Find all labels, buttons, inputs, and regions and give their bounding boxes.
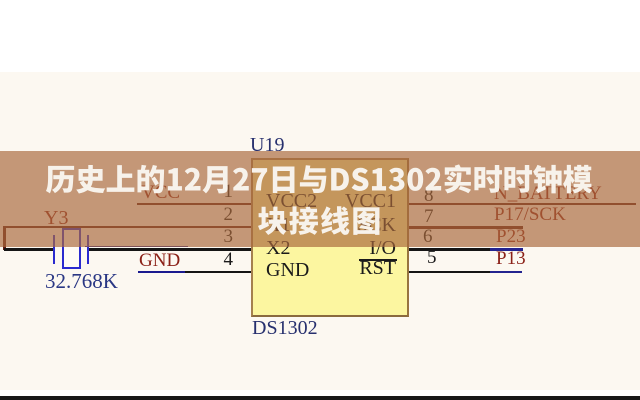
- wire-pin5-rst-navy: [490, 270, 522, 273]
- crystal-plate-left: [52, 235, 55, 264]
- wire-pin3-x2-left: [4, 248, 53, 251]
- wire-pin3-x2-right: [89, 248, 251, 251]
- bottom-black-bar: [0, 396, 640, 400]
- bottom-white-strip: [0, 390, 640, 396]
- top-white-band: [0, 0, 640, 72]
- chip-part-label: DS1302: [252, 316, 318, 339]
- wire-pin5-rst-black: [409, 270, 490, 273]
- wire-pin4-gnd-black: [185, 270, 251, 273]
- net-label-p13: P13: [496, 247, 526, 269]
- wire-pin6-io-black: [409, 248, 490, 251]
- crystal-value: 32.768K: [45, 268, 118, 293]
- chip-pin-name-rst: RST: [359, 256, 396, 279]
- title-band: [0, 150, 640, 247]
- pin-number-4: 4: [223, 248, 234, 270]
- crystal-plate-right: [86, 235, 89, 264]
- wire-pin6-io-navy: [490, 248, 523, 251]
- net-label-gnd: GND: [139, 250, 181, 271]
- wire-pin4-gnd-navy: [138, 270, 185, 273]
- chip-designator: U19: [250, 134, 285, 157]
- chip-pin-name-gnd: GND: [266, 258, 310, 281]
- pin-number-5: 5: [427, 246, 437, 268]
- rst-overline: [359, 258, 397, 261]
- wire-pin3-navy-accent: [85, 245, 188, 248]
